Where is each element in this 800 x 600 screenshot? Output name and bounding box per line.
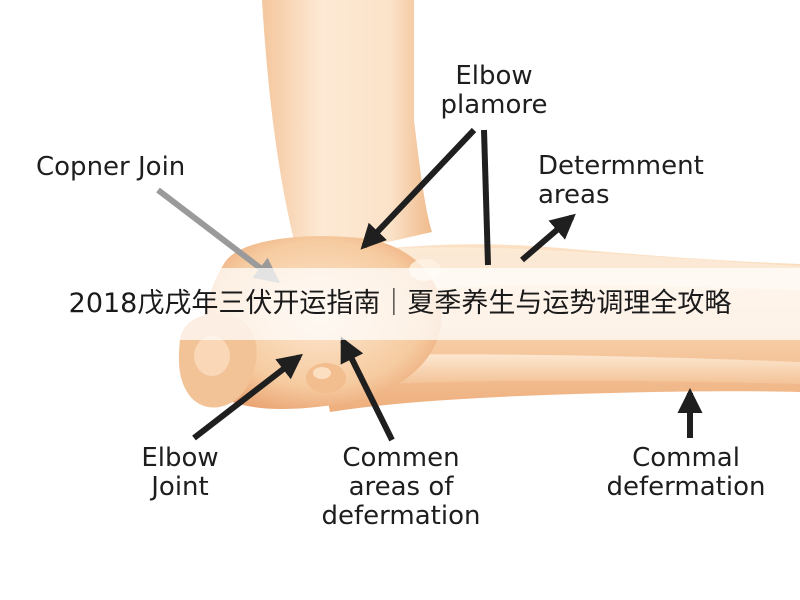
title-banner [0, 268, 800, 340]
label-line: Commen [342, 443, 460, 473]
banner-title: 2018戊戌年三伏开运指南｜夏季养生与运势调理全攻略 [68, 288, 732, 319]
arrow-elbow-joint [192, 353, 303, 441]
label-line: Joint [151, 472, 209, 502]
arrow-elbow-plamore-right [481, 129, 491, 266]
label-line: areas of [348, 472, 454, 502]
label-line: Commal [632, 443, 740, 473]
label-line: areas [538, 180, 610, 210]
label-elbow-plamore: Elbow plamore [424, 62, 564, 120]
arrow-copner-join [156, 187, 281, 284]
arrow-commen-areas [340, 336, 395, 442]
ulna-bone [340, 354, 800, 386]
label-line: Elbow [141, 443, 219, 473]
label-line: Elbow [455, 61, 533, 91]
label-line: Copner Join [36, 152, 186, 182]
arrow-determment-areas [520, 213, 576, 263]
label-elbow-joint: Elbow Joint [110, 444, 250, 502]
upper-arm [262, 0, 432, 262]
label-commen-areas: Commen areas of defermation [296, 444, 506, 531]
label-line: defermation [321, 501, 481, 531]
label-copner-join: Copner Join [36, 153, 185, 182]
label-line: Determment [538, 151, 704, 181]
label-line: defermation [606, 472, 766, 502]
label-determment-areas: Determment areas [538, 152, 704, 210]
label-line: plamore [440, 90, 548, 120]
arrow-elbow-plamore-left [360, 127, 477, 250]
label-commal-defermation: Commal defermation [586, 444, 786, 502]
